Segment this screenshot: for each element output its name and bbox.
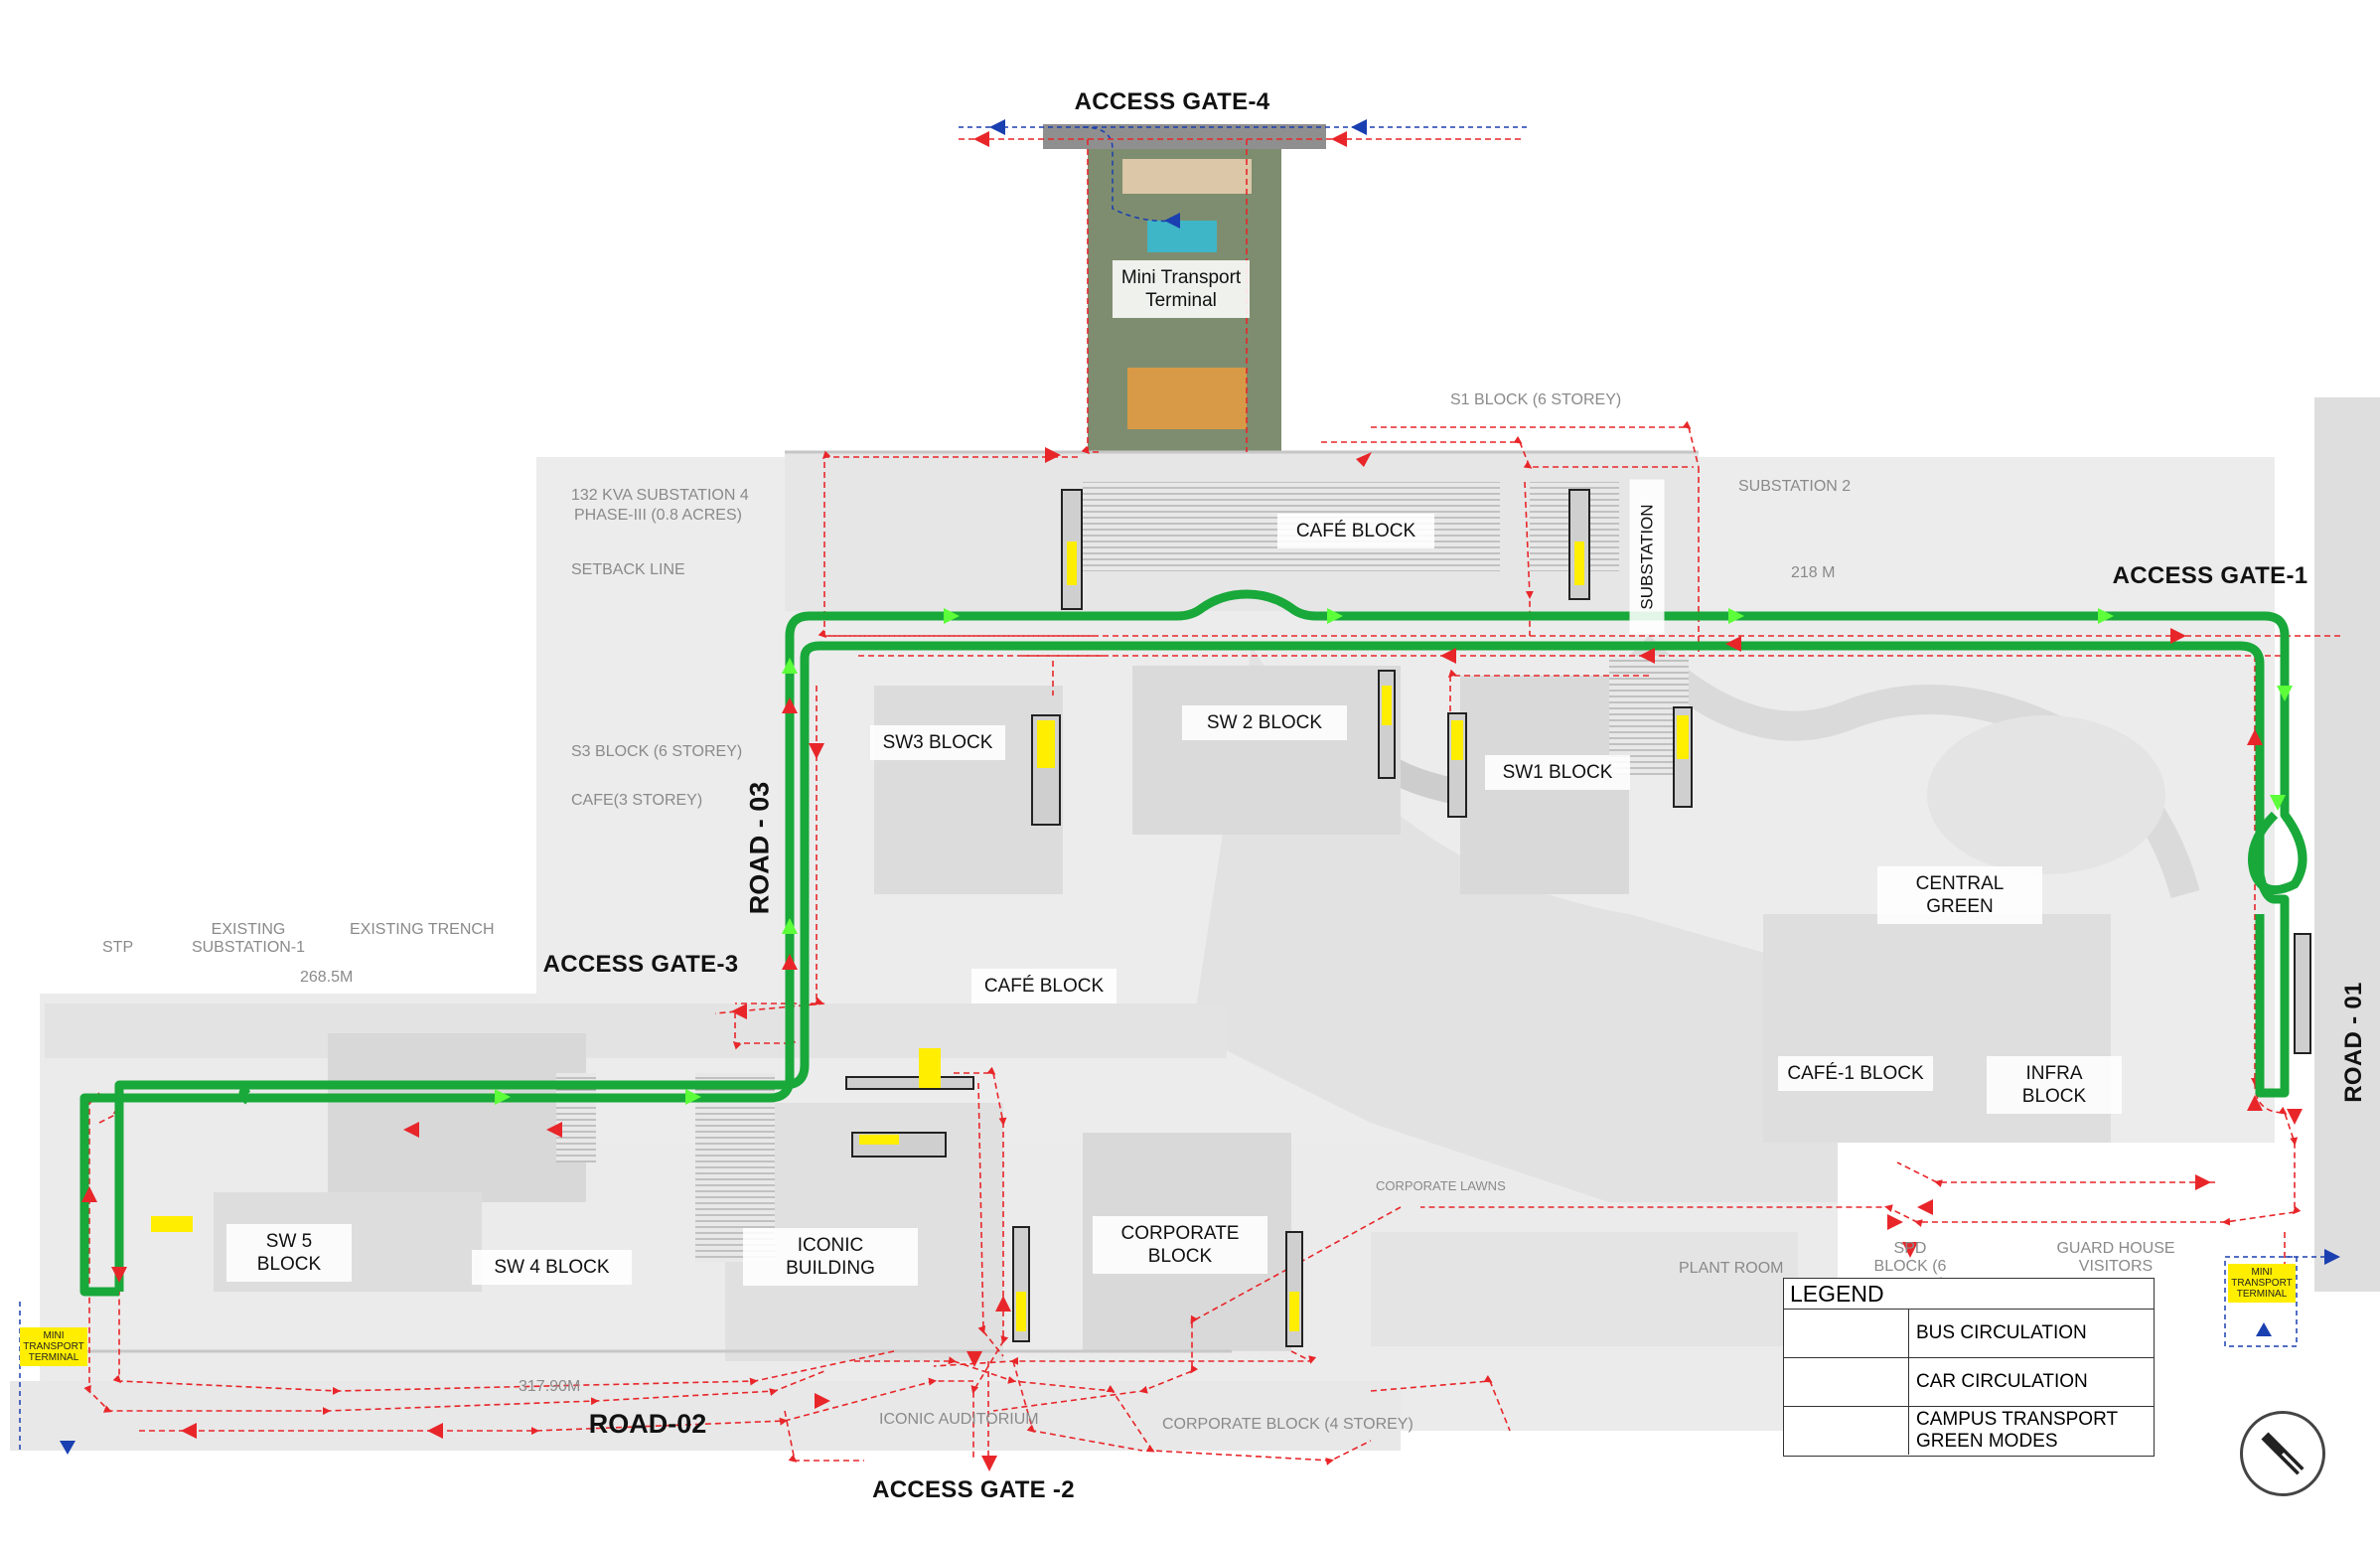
- bus-circulation: [19, 126, 2329, 1451]
- road-03-label: ROAD - 03: [744, 781, 775, 915]
- green-route-arrows: [495, 608, 2293, 1105]
- cafe-block-mid-label: CAFÉ BLOCK: [971, 969, 1116, 1004]
- infra-block-label: INFRA BLOCK: [1987, 1056, 2122, 1114]
- cafe-1-block-label: CAFÉ-1 BLOCK: [1778, 1056, 1933, 1091]
- corporate-lawns-faint: CORPORATE LAWNS: [1376, 1178, 1506, 1193]
- cafe3-faint: CAFE(3 STOREY): [571, 792, 703, 809]
- central-green-label: CENTRAL GREEN: [1877, 866, 2042, 924]
- iconic-auditorium-faint: ICONIC AUDITORIUM: [879, 1411, 1039, 1428]
- legend-label-bus: BUS CIRCULATION: [1916, 1322, 2087, 1343]
- legend-swatch-bus: [1784, 1310, 1909, 1357]
- phase-faint: PHASE-III (0.8 ACRES): [574, 507, 742, 524]
- mini-transport-terminal-tag-east: MINI TRANSPORT TERMINAL: [2228, 1264, 2296, 1303]
- existing-substation-faint: EXISTING SUBSTATION-1: [191, 921, 306, 956]
- legend-label-car: CAR CIRCULATION: [1916, 1371, 2088, 1392]
- corporate-block-label: CORPORATE BLOCK: [1093, 1216, 1267, 1274]
- dim-218-faint: 218 M: [1791, 564, 1836, 581]
- north-compass-icon: [2240, 1411, 2325, 1496]
- existing-trench-faint: EXISTING TRENCH: [350, 921, 495, 938]
- legend-row-green: CAMPUS TRANSPORT GREEN MODES: [1784, 1407, 2154, 1455]
- legend-heading: LEGEND: [1784, 1279, 2154, 1310]
- legend: LEGEND BUS CIRCULATION CAR CIRCULATION C…: [1783, 1278, 2155, 1457]
- legend-swatch-green: [1784, 1407, 1909, 1455]
- sw2-block-label: SW 2 BLOCK: [1182, 705, 1347, 740]
- access-gate-4-label: ACCESS GATE-4: [1074, 88, 1270, 115]
- iconic-building-label: ICONIC BUILDING: [743, 1228, 918, 1286]
- corporate-block-faint: CORPORATE BLOCK (4 STOREY): [1162, 1416, 1413, 1433]
- road-02-label: ROAD-02: [588, 1409, 707, 1439]
- legend-row-car: CAR CIRCULATION: [1784, 1358, 2154, 1407]
- dim-317-faint: 317.90M: [519, 1378, 581, 1395]
- road-01-label: ROAD - 01: [2340, 982, 2367, 1103]
- kva-substation-faint: 132 KVA SUBSTATION 4: [571, 487, 749, 504]
- mini-transport-terminal-label: Mini Transport Terminal: [1113, 260, 1250, 318]
- legend-row-bus: BUS CIRCULATION: [1784, 1310, 2154, 1358]
- sw3-block-label: SW3 BLOCK: [870, 725, 1005, 760]
- dim-268-faint: 268.5M: [300, 969, 354, 986]
- substation-label: SUBSTATION: [1629, 479, 1665, 635]
- plant-room-faint: PLANT ROOM: [1679, 1260, 1784, 1277]
- cafe-block-top-label: CAFÉ BLOCK: [1277, 514, 1434, 548]
- sw5-block-label: SW 5 BLOCK: [226, 1224, 352, 1282]
- stp-faint: STP: [102, 939, 134, 956]
- substation-2-faint: SUBSTATION 2: [1738, 478, 1852, 495]
- legend-label-green: CAMPUS TRANSPORT GREEN MODES: [1916, 1409, 2118, 1452]
- car-circulation: [83, 138, 2344, 1466]
- s3-block-faint: S3 BLOCK (6 STOREY): [571, 743, 743, 760]
- bus-arrowheads: [60, 119, 2340, 1455]
- access-gate-1-label: ACCESS GATE-1: [2112, 562, 2308, 589]
- green-transport-route: [79, 589, 2307, 1297]
- legend-swatch-car: [1784, 1358, 1909, 1406]
- access-gate-2-label: ACCESS GATE -2: [872, 1476, 1075, 1503]
- car-arrowheads: [81, 131, 2303, 1471]
- stop-tags: [151, 541, 1689, 1331]
- mini-transport-terminal-tag-west: MINI TRANSPORT TERMINAL: [20, 1327, 87, 1366]
- access-gate-3-label: ACCESS GATE-3: [542, 951, 739, 978]
- sw1-block-label: SW1 BLOCK: [1485, 755, 1630, 790]
- setback-line-faint: SETBACK LINE: [571, 561, 685, 578]
- s1-block-faint: S1 BLOCK (6 STOREY): [1450, 391, 1622, 408]
- sw4-block-label: SW 4 BLOCK: [472, 1250, 632, 1285]
